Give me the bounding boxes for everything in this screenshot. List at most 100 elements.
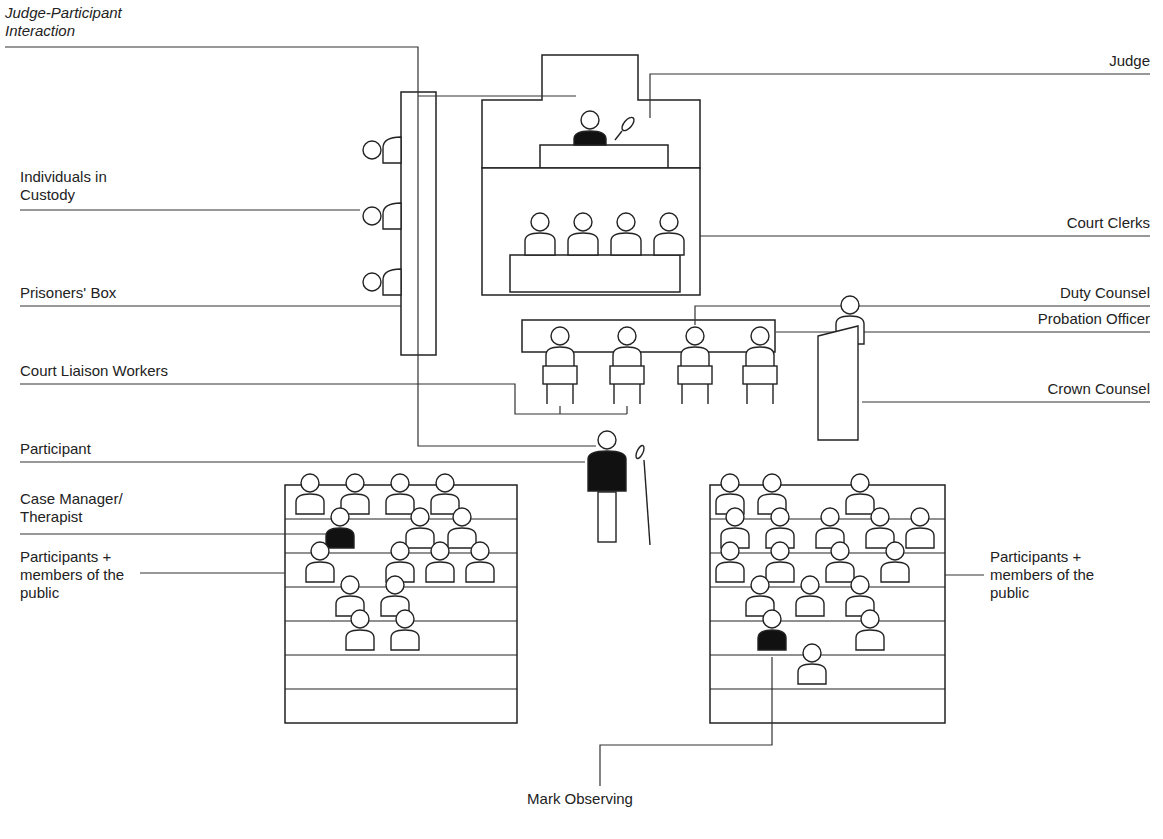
person-head — [431, 542, 449, 560]
person-head — [411, 508, 429, 526]
person-head — [851, 576, 869, 594]
chair-leg — [546, 384, 547, 404]
person-figure — [766, 542, 794, 582]
person-head — [581, 111, 599, 129]
person-body — [826, 562, 854, 582]
person-head — [831, 542, 849, 560]
person-head — [861, 610, 879, 628]
person-head — [726, 508, 744, 526]
person-figure — [906, 508, 934, 548]
person-figure — [466, 542, 494, 582]
person-head — [841, 296, 859, 314]
person-figure — [341, 474, 369, 514]
person-head — [531, 213, 549, 231]
person-body — [466, 562, 494, 582]
chair-leg — [639, 384, 640, 404]
person-body — [846, 494, 874, 514]
person-body — [406, 528, 434, 548]
person-head — [391, 542, 409, 560]
person-head — [821, 508, 839, 526]
microphone-stand — [615, 131, 622, 140]
chair-seat — [743, 366, 777, 384]
person-head — [363, 273, 381, 291]
person-head — [851, 474, 869, 492]
person-figure — [856, 610, 884, 650]
person-head — [871, 508, 889, 526]
microphone — [634, 444, 645, 459]
person-figure — [525, 213, 555, 255]
person-figure — [296, 474, 324, 514]
callout-label: Crown Counsel — [950, 380, 1150, 398]
person-head — [471, 542, 489, 560]
person-body — [881, 562, 909, 582]
gallery-row — [285, 688, 517, 689]
leader-line — [700, 235, 1150, 236]
custody-figure — [363, 137, 401, 163]
person-figure — [654, 213, 684, 255]
interaction-leader — [418, 95, 576, 96]
person-head — [396, 610, 414, 628]
leader-line — [862, 401, 1150, 402]
chair-seat — [610, 366, 644, 384]
person-body — [798, 664, 826, 684]
person-figure — [546, 327, 574, 369]
leader-line — [20, 384, 627, 414]
callout-label: Prisoners' Box — [20, 284, 220, 302]
person-figure — [611, 213, 641, 255]
person-body — [758, 630, 786, 650]
leader-line — [20, 209, 360, 210]
person-figure — [681, 327, 709, 369]
person-figure — [306, 542, 334, 582]
person-head — [721, 542, 739, 560]
callout-label: Court Liaison Workers — [20, 362, 240, 380]
callout-label: Case Manager/ Therapist — [20, 490, 130, 526]
person-figure — [574, 111, 606, 145]
clerk-enclosure — [482, 168, 700, 295]
person-head — [551, 327, 569, 345]
left-gallery — [285, 485, 517, 723]
person-figure — [826, 542, 854, 582]
person-body — [906, 528, 934, 548]
person-head — [886, 542, 904, 560]
custody-figure — [363, 203, 401, 229]
interaction-leader — [5, 47, 596, 446]
person-head — [386, 576, 404, 594]
person-head — [363, 141, 381, 159]
callout-label: Judge-Participant Interaction — [5, 4, 145, 40]
gallery-row — [285, 654, 517, 655]
person-body — [716, 562, 744, 582]
gallery-row — [710, 688, 945, 689]
person-head — [301, 474, 319, 492]
leader-line — [945, 574, 984, 575]
person-body — [568, 233, 598, 255]
gallery-row — [710, 552, 945, 553]
person-body — [326, 528, 354, 548]
person-figure — [613, 327, 641, 369]
person-head — [598, 431, 616, 449]
person-head — [763, 610, 781, 628]
leader-line — [626, 406, 627, 414]
person-figure — [426, 542, 454, 582]
person-body — [588, 451, 626, 491]
lectern — [818, 326, 858, 440]
gallery-row — [710, 586, 945, 587]
person-body — [306, 562, 334, 582]
gallery-row — [710, 654, 945, 655]
gallery-row — [710, 620, 945, 621]
chair-seat — [678, 366, 712, 384]
callout-label: Duty Counsel — [950, 284, 1150, 302]
person-body — [574, 131, 606, 145]
leader-line — [600, 657, 772, 786]
leader-line — [20, 305, 401, 306]
person-head — [453, 508, 471, 526]
person-head — [803, 644, 821, 662]
person-body — [296, 494, 324, 514]
person-figure — [796, 576, 824, 616]
callout-label: Participants + members of the public — [20, 548, 138, 602]
person-head — [618, 327, 636, 345]
person-body — [796, 596, 824, 616]
person-head — [686, 327, 704, 345]
person-head — [801, 576, 819, 594]
clerk-desk — [510, 255, 680, 292]
